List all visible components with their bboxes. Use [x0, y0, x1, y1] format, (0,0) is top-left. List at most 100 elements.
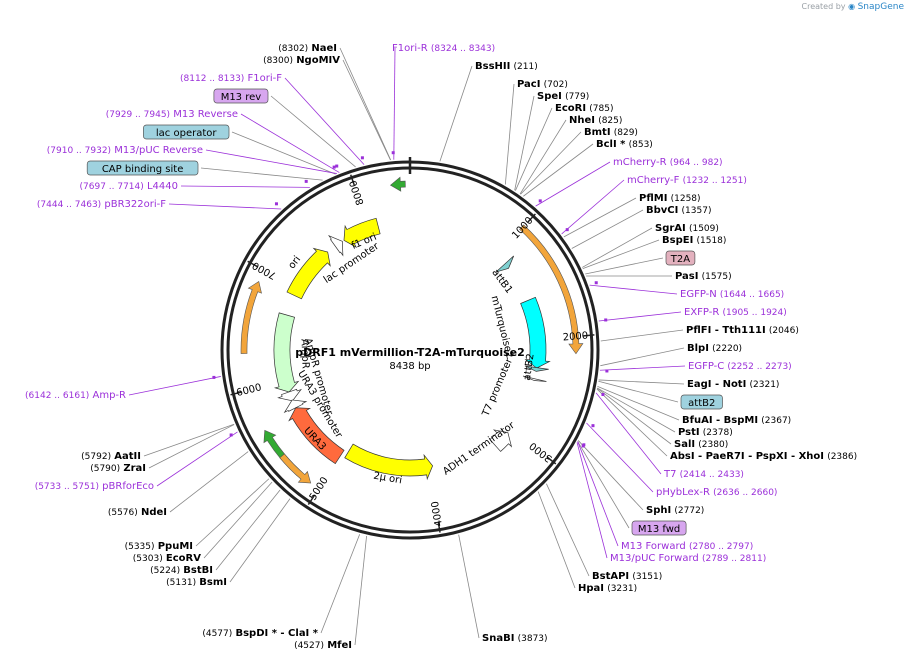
- plasmid-backbone: [220, 157, 600, 540]
- leader-blpi: [600, 347, 685, 367]
- label-bbvci: BbvCI (1357): [646, 205, 711, 216]
- feature-ampr-promoter: [277, 388, 302, 402]
- label-m13-puc-reverse-pos: (7910 .. 7932): [47, 146, 111, 156]
- label-pflfi-tth111i-name: PflFI - Tth111I: [686, 325, 766, 336]
- label-paci-pos: (702): [544, 80, 568, 90]
- label-t7: T7 (2414 .. 2433): [663, 469, 744, 480]
- label-ndei-name: NdeI: [141, 507, 167, 518]
- tick-label-7000: 7000: [251, 259, 279, 281]
- label-pbrforeco: (5733 .. 5751) pBRforEco: [35, 481, 154, 492]
- tick-1000: [527, 213, 536, 223]
- label-bspdi-clai-name: BspDI * - ClaI *: [235, 628, 318, 639]
- label-ecorv: (5303) EcoRV: [133, 553, 201, 564]
- feature-label-adh1-terminator: ADH1 terminator: [441, 419, 517, 477]
- credit-prefix: Created by: [801, 2, 846, 11]
- label-l4440: (7697 .. 7714) L4440: [80, 181, 179, 192]
- label-aatii-pos: (5792): [81, 452, 111, 462]
- label-leader-lines: [128, 47, 686, 646]
- label-paci: PacI (702): [517, 79, 568, 90]
- label-bstbi-name: BstBI: [183, 565, 213, 576]
- tick-5000: [307, 494, 316, 505]
- leader-sali: [596, 387, 672, 445]
- leader-ndei: [169, 451, 249, 513]
- label-absi-paer7i-pspxi-xhoi: AbsI - PaeR7I - PspXI - XhoI (2386): [670, 451, 857, 462]
- leader-lac-operator: [231, 131, 336, 175]
- label-phyblex-r-pos: (2636 .. 2660): [713, 488, 777, 498]
- leader-amp-r: [128, 376, 221, 396]
- primer-mark-m13-puc-reverse: [332, 165, 336, 169]
- label-sgrai-pos: (1509): [689, 224, 719, 234]
- primer-mark-m13-reverse: [335, 164, 339, 168]
- label-attb2-box: [680, 394, 723, 410]
- label-egfp-c-name: EGFP-C: [688, 361, 724, 372]
- primer-mark-f1ori-f: [360, 156, 364, 160]
- label-f1ori-f-name: F1ori-F: [248, 73, 283, 84]
- label-pflmi-name: PflMI: [639, 193, 667, 204]
- leader-exfp-r: [598, 311, 682, 322]
- label-m13-reverse: (7929 .. 7945) M13 Reverse: [106, 109, 238, 120]
- label-zrai-pos: (5790): [90, 464, 120, 474]
- leader-t7: [595, 392, 662, 475]
- label-bstbi: (5224) BstBI: [150, 565, 213, 576]
- label-eagi-noti-name: EagI - NotI: [687, 379, 746, 390]
- label-bstapi-name: BstAPI: [592, 571, 629, 582]
- label-bstapi: BstAPI (3151): [592, 571, 662, 582]
- leader-bspdi-clai: [320, 534, 361, 634]
- leader-cap-binding-site: [200, 167, 323, 181]
- leader-pbr322ori-f: [168, 203, 282, 210]
- leader-aatii: [143, 423, 235, 457]
- feature-mturquoise2: [520, 296, 551, 369]
- label-l4440-name: L4440: [147, 181, 178, 192]
- tick-6000: [230, 391, 242, 396]
- tick-label-6000: 6000: [235, 382, 262, 399]
- feature-attb2: [524, 365, 549, 372]
- label-bmti-pos: (829): [614, 128, 638, 138]
- label-pbr322ori-f: (7444 .. 7463) pBR322ori-F: [37, 199, 166, 210]
- label-m13-forward-name: M13 Forward: [621, 541, 686, 552]
- leader-bspei: [582, 239, 660, 269]
- label-bspdi-clai-pos: (4577): [202, 629, 232, 639]
- leader-mfei: [354, 535, 367, 646]
- label-bbvci-pos: (1357): [682, 206, 712, 216]
- label-bspdi-clai: (4577) BspDI * - ClaI *: [202, 628, 318, 639]
- tick-label-3000: 3000: [528, 440, 555, 464]
- primer-mark-pbrforeco: [229, 433, 233, 437]
- tick-label-2000: 2000: [562, 330, 588, 343]
- label-bstapi-pos: (3151): [632, 572, 662, 582]
- label-blpi-pos: (2220): [712, 344, 742, 354]
- label-bmti-name: BmtI: [584, 127, 611, 138]
- leader-f1ori-f: [284, 77, 365, 165]
- label-bfuai-bspmi: BfuAI - BspMI (2367): [682, 415, 791, 426]
- tick-label-8000: 8000: [348, 179, 367, 207]
- label-zrai: (5790) ZraI: [90, 463, 146, 474]
- tick-label-5000: 5000: [308, 475, 331, 502]
- label-pflmi: PflMI (1258): [639, 193, 701, 204]
- label-bstbi-pos: (5224): [150, 566, 180, 576]
- label-bsmi-pos: (5131): [166, 578, 196, 588]
- label-phyblex-r: pHybLex-R (2636 .. 2660): [656, 487, 777, 498]
- label-bsshii-name: BssHII: [475, 61, 510, 72]
- tick-8000: [350, 174, 355, 186]
- label-bbvci-name: BbvCI: [646, 205, 678, 216]
- label-ecori-pos: (785): [589, 104, 613, 114]
- label-hpai-name: HpaI: [578, 583, 604, 594]
- label-bcli-name: BclI *: [596, 139, 626, 150]
- label-snabi-name: SnaBI: [482, 633, 514, 644]
- leader-paci: [504, 83, 515, 185]
- label-cap-binding-site-box: [86, 160, 199, 176]
- label-amp-r: (6142 .. 6161) Amp-R: [25, 390, 126, 401]
- feature-label-2-ori: 2μ ori: [372, 471, 402, 487]
- label-f1ori-f-pos: (8112 .. 8133): [180, 74, 244, 84]
- label-pflmi-pos: (1258): [671, 194, 701, 204]
- label-hpai-pos: (3231): [607, 584, 637, 594]
- leader-bfuai-bspmi: [597, 386, 680, 421]
- label-ngomiv: (8300) NgoMIV: [263, 55, 340, 66]
- outer-arc-f1-ori-primer-arc: [389, 176, 406, 192]
- label-bcli: BclI * (853): [596, 139, 653, 150]
- label-pbr322ori-f-name: pBR322ori-F: [104, 199, 166, 210]
- leader-snabi: [458, 534, 480, 639]
- label-spei: SpeI (779): [537, 91, 589, 102]
- leader-t2a: [585, 257, 664, 275]
- label-bsshii: BssHII (211): [475, 61, 538, 72]
- label-paci-name: PacI: [517, 79, 540, 90]
